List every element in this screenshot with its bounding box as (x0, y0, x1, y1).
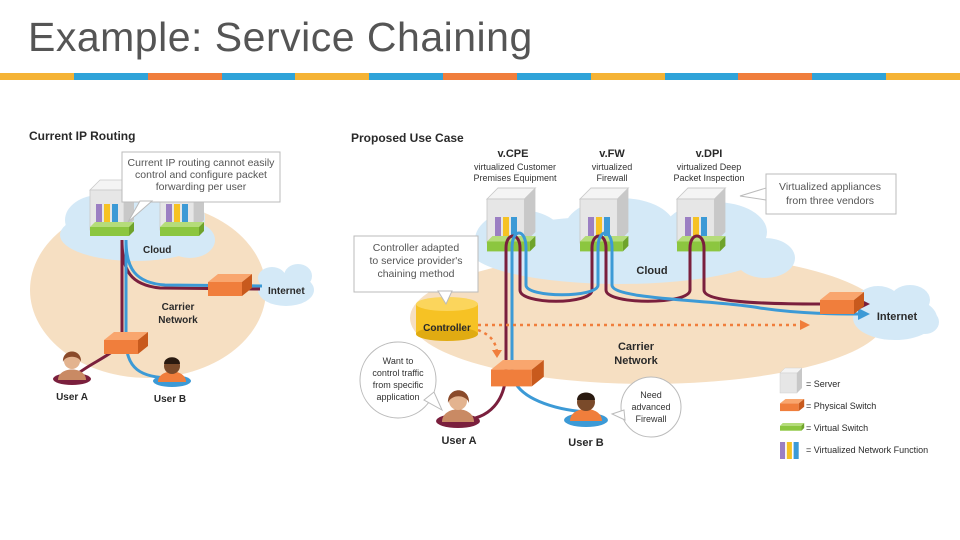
controller-callout-line-3: chaining method (377, 268, 454, 280)
stripe-segment (369, 73, 444, 80)
vdpi-name: v.DPI (696, 148, 723, 160)
right-user-a-avatar (436, 390, 480, 428)
right-carrier-label-2: Network (614, 355, 658, 367)
controller-label: Controller (423, 323, 471, 334)
controller-cylinder (416, 297, 478, 341)
vfw-name: v.FW (599, 148, 625, 160)
left-vswitch-2 (160, 222, 204, 236)
right-internet-label: Internet (877, 311, 918, 323)
vendors-callout-line-2: from three vendors (786, 195, 874, 207)
left-vnf-2 (166, 204, 188, 224)
right-vnf-vdpi (685, 217, 707, 237)
right-carrier-network-oval (410, 252, 886, 384)
right-internet-cloud (853, 285, 939, 340)
want-callout-line-4: application (376, 392, 419, 402)
stripe-segment (738, 73, 813, 80)
controller-callout-line-1: Controller adapted (373, 242, 460, 254)
left-cloud-label: Cloud (143, 245, 171, 256)
stripe-segment (443, 73, 517, 80)
right-heading: Proposed Use Case (351, 131, 464, 145)
want-callout-line-3: from specific (373, 380, 424, 390)
stripe-segment (295, 73, 370, 80)
controller-callout: Controller adapted to service provider's… (353, 235, 479, 306)
blue-arrowhead (858, 308, 870, 320)
need-callout-line-2: advanced (631, 402, 670, 412)
right-carrier-label-1: Carrier (618, 341, 655, 353)
want-callout: Want to control traffic from specific ap… (359, 341, 444, 419)
vfw-desc-1: virtualized (592, 162, 633, 172)
need-callout-line-1: Need (640, 390, 662, 400)
left-carrier-label-1: Carrier (162, 302, 195, 313)
stripe-segment (812, 73, 887, 80)
left-callout-line-2: control and configure packet (135, 169, 267, 181)
accent-stripe (0, 73, 960, 80)
legend-virtual-switch-icon (780, 423, 805, 431)
legend-server-label: = Server (806, 379, 840, 389)
left-heading: Current IP Routing (29, 129, 135, 143)
left-user-a-avatar (53, 351, 91, 385)
left-callout-line-3: forwarding per user (156, 181, 247, 193)
legend-physical-switch-label: = Physical Switch (806, 401, 876, 411)
need-callout: Need advanced Firewall (610, 376, 682, 438)
legend-server-icon (779, 367, 803, 394)
vfw-desc-2: Firewall (596, 173, 627, 183)
stripe-segment (147, 73, 222, 80)
left-vnf-1 (96, 204, 118, 224)
dotted-arrowhead-right (800, 320, 810, 330)
vcpe-name: v.CPE (498, 148, 529, 160)
right-cloud-label: Cloud (636, 265, 667, 277)
left-switch-bottom (104, 332, 148, 354)
vcpe-desc-2: Premises Equipment (473, 173, 557, 183)
right-switch-access (491, 360, 544, 387)
left-callout: Current IP routing cannot easily control… (121, 151, 281, 223)
left-path-red (75, 239, 261, 377)
want-callout-line-2: control traffic (372, 368, 424, 378)
right-switch-internet (820, 292, 864, 314)
vendors-callout-line-1: Virtualized appliances (779, 181, 881, 193)
stripe-segment (0, 73, 74, 80)
vdpi-desc-1: virtualized Deep (677, 162, 742, 172)
left-user-b-label: User B (154, 394, 186, 405)
stripe-segment (590, 73, 665, 80)
right-user-a-label: User A (441, 435, 476, 447)
legend-physical-switch-icon (780, 399, 805, 412)
slide-title: Example: Service Chaining (28, 14, 533, 60)
left-internet-cloud (258, 264, 314, 306)
controller-dotted-down (477, 328, 499, 353)
vendors-callout: Virtualized appliances from three vendor… (739, 173, 897, 215)
right-path-red (459, 234, 860, 422)
left-user-a-label: User A (56, 392, 88, 403)
left-carrier-label-2: Network (158, 315, 198, 326)
stripe-segment (221, 73, 296, 80)
vcpe-desc-1: virtualized Customer (474, 162, 556, 172)
legend: = Server = Physical Switch = Virtual Swi… (779, 367, 928, 459)
controller-callout-line-2: to service provider's (369, 255, 462, 267)
stripe-segment (886, 73, 960, 80)
left-vswitch-1 (90, 222, 134, 236)
left-internet-label: Internet (268, 286, 305, 297)
right-user-b-label: User B (568, 437, 604, 449)
stripe-segment (516, 73, 591, 80)
left-callout-line-1: Current IP routing cannot easily (128, 157, 276, 169)
dotted-arrowhead-down (492, 350, 502, 358)
legend-vnf-icon (780, 442, 799, 459)
right-vnf-vcpe (495, 217, 517, 237)
right-user-b-avatar (564, 392, 608, 427)
legend-virtual-switch-label: = Virtual Switch (806, 423, 868, 433)
legend-vnf-label: = Virtualized Network Function (806, 445, 928, 455)
vdpi-desc-2: Packet Inspection (673, 173, 744, 183)
left-switch-top (208, 274, 252, 296)
left-user-b-avatar (153, 357, 191, 387)
stripe-segment (664, 73, 739, 80)
need-callout-line-3: Firewall (635, 414, 666, 424)
want-callout-line-1: Want to (383, 356, 414, 366)
left-path-blue (124, 239, 263, 380)
stripe-segment (73, 73, 148, 80)
